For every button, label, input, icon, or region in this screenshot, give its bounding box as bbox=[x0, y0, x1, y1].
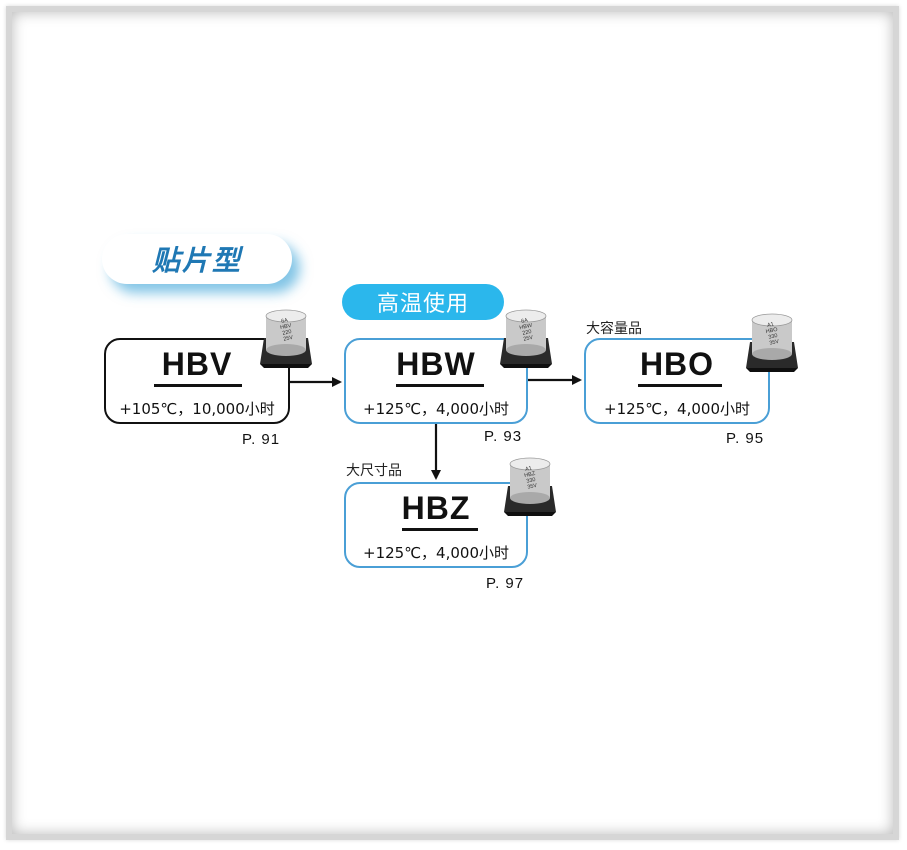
high-temp-pill: 高温使用 bbox=[342, 284, 504, 320]
svg-text:6AHBV22025V: 6AHBV22025V bbox=[278, 317, 294, 343]
node-hbw: HBW +125℃，4,000小时 bbox=[344, 338, 528, 424]
node-hbv-page: P. 91 bbox=[242, 431, 281, 448]
node-hbo-name: HBO bbox=[639, 346, 715, 382]
svg-text:A1HBZ33035V: A1HBZ33035V bbox=[523, 465, 539, 491]
node-hbo-spec: +125℃，4,000小时 bbox=[604, 400, 750, 418]
node-hbz-spec: +125℃，4,000小时 bbox=[363, 544, 509, 562]
capacitor-icon-hbz: A1HBZ33035V bbox=[504, 457, 556, 516]
node-hbw-spec: +125℃，4,000小时 bbox=[363, 400, 509, 418]
node-hbz: HBZ +125℃，4,000小时 bbox=[344, 482, 528, 568]
node-hbv: HBV +105℃，10,000小时 bbox=[104, 338, 290, 424]
capacitor-icon-hbo: A1HBO33035V bbox=[746, 313, 798, 372]
node-hbz-underline bbox=[402, 528, 478, 531]
category-tab: 贴片型 bbox=[102, 234, 292, 284]
node-hbo-page: P. 95 bbox=[726, 430, 765, 447]
node-hbv-name: HBV bbox=[161, 346, 233, 382]
node-hbz-note: 大尺寸品 bbox=[346, 463, 402, 479]
node-hbw-page: P. 93 bbox=[484, 428, 523, 445]
svg-text:A1HBO33035V: A1HBO33035V bbox=[764, 321, 781, 347]
svg-text:6AHBW22025V: 6AHBW22025V bbox=[518, 317, 536, 343]
node-hbo-note: 大容量品 bbox=[586, 321, 642, 337]
node-hbv-spec: +105℃，10,000小时 bbox=[119, 400, 275, 418]
node-hbw-name: HBW bbox=[396, 346, 476, 382]
capacitor-icon-hbw: 6AHBW22025V bbox=[500, 309, 552, 368]
node-hbv-underline bbox=[154, 384, 242, 387]
node-hbo-underline bbox=[638, 384, 722, 387]
node-hbz-name: HBZ bbox=[401, 490, 471, 526]
capacitor-icon-hbv: 6AHBV22025V bbox=[260, 309, 312, 368]
node-hbo: HBO +125℃，4,000小时 bbox=[584, 338, 770, 424]
node-hbz-page: P. 97 bbox=[486, 575, 525, 592]
node-hbw-underline bbox=[396, 384, 484, 387]
